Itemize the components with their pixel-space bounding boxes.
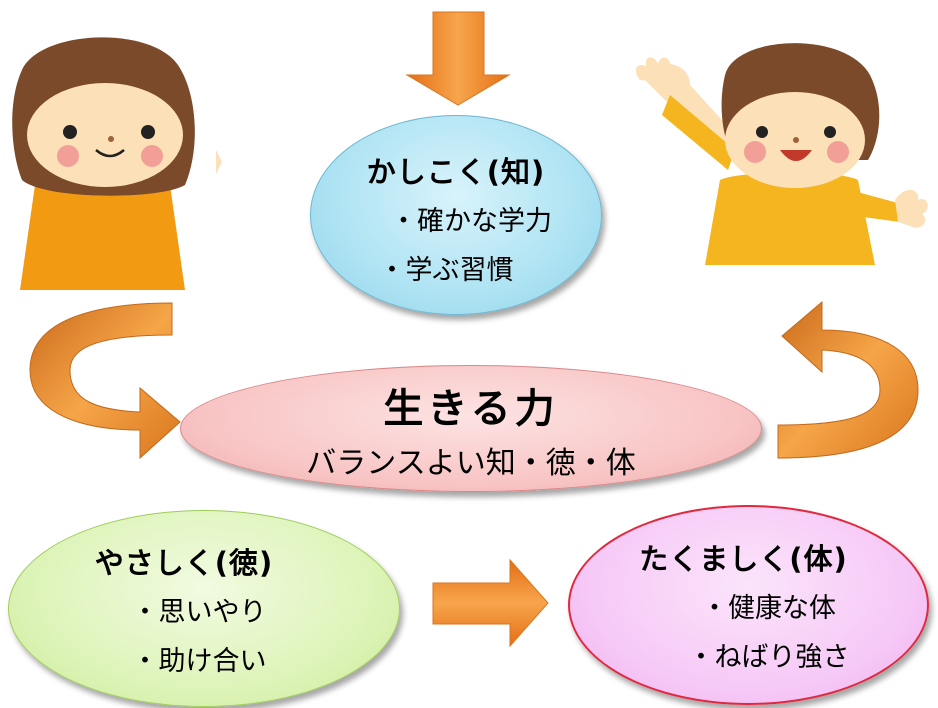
right-arrow-icon: [432, 558, 549, 648]
tai-item-2: ・ねばり強さ: [687, 642, 850, 673]
toku-title: やさしく(徳): [94, 545, 274, 580]
tai-item-1: ・健康な体: [701, 593, 836, 624]
girl-illustration: [12, 37, 222, 290]
toku-item-1: ・思いやり: [131, 596, 267, 628]
down-arrow-icon: [405, 11, 511, 106]
toku-node: やさしく(徳) ・思いやり ・助け合い: [8, 510, 400, 707]
tai-node: たくましく(体) ・健康な体 ・ねばり強さ: [568, 505, 929, 705]
tai-title: たくましく(体): [639, 542, 848, 576]
center-subtitle: バランスよい知・徳・体: [306, 445, 636, 481]
curved-arrow-right-icon: [777, 300, 919, 459]
chisei-item-2: ・学ぶ習慣: [378, 255, 514, 286]
chisei-title: かしこく(知): [366, 155, 546, 189]
ikiru-chikara-node: 生きる力 バランスよい知・徳・体: [180, 365, 762, 492]
toku-item-2: ・助け合い: [131, 645, 267, 677]
boy-illustration: [635, 43, 928, 265]
chisei-node: かしこく(知) ・確かな学力 ・学ぶ習慣: [310, 115, 602, 315]
curved-arrow-left-icon: [29, 302, 181, 460]
center-title: 生きる力: [383, 385, 559, 432]
chisei-item-1: ・確かな学力: [390, 206, 552, 237]
